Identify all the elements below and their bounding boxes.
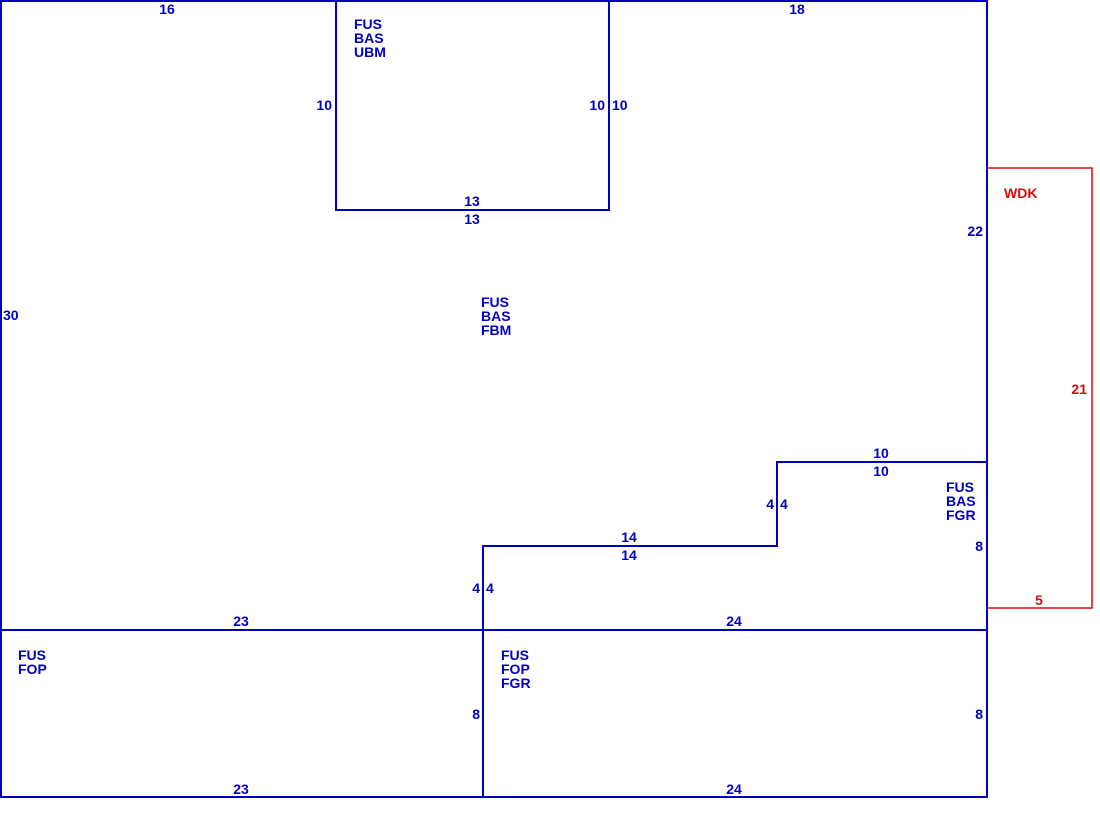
- dim-upper-right-outer: 10: [612, 97, 628, 113]
- area-label-upper-main: FUS BAS UBM: [354, 16, 387, 60]
- dim-porch-mid: 8: [472, 706, 480, 722]
- dim-step2-top-above: 14: [621, 529, 637, 545]
- dim-step1-top-above: 10: [873, 445, 889, 461]
- dim-step2-top-below: 14: [621, 547, 637, 563]
- dim-step1-vert-left: 4: [766, 496, 774, 512]
- dim-porch-bottom-right: 24: [726, 781, 742, 797]
- dim-top-right: 18: [789, 1, 805, 17]
- dim-garage-right: 8: [975, 538, 983, 554]
- dim-step2-vert-left: 4: [472, 580, 480, 596]
- upper-room-outline: [335, 1, 610, 211]
- blue-outline: [0, 0, 988, 798]
- area-label-garage-porch: FUS FOP FGR: [501, 647, 533, 691]
- area-label-first-main: FUS BAS FBM: [481, 294, 514, 338]
- dim-upper-bottom-below: 13: [464, 211, 480, 227]
- dim-step1-vert-right: 4: [780, 496, 788, 512]
- dim-deck-side: 21: [1071, 381, 1087, 397]
- deck-outline: [987, 167, 1093, 609]
- dim-porch-bottom-left: 23: [233, 781, 249, 797]
- dim-right-side: 22: [967, 223, 983, 239]
- dim-step2-vert-right: 4: [486, 580, 494, 596]
- dim-upper-bottom-above: 13: [464, 193, 480, 209]
- dim-top-left: 16: [159, 1, 175, 17]
- dim-bottom-right-above: 24: [726, 613, 742, 629]
- area-label-porch: FUS FOP: [18, 647, 50, 677]
- garage-step-outline: [482, 461, 987, 630]
- dim-upper-left: 10: [316, 97, 332, 113]
- dim-left-side: 30: [3, 307, 19, 323]
- dim-step1-top-below: 10: [873, 463, 889, 479]
- porch-outline: [0, 629, 988, 798]
- dim-upper-right-inner: 10: [589, 97, 605, 113]
- dim-bottom-left-above: 23: [233, 613, 249, 629]
- dim-deck-bottom: 5: [1035, 592, 1043, 608]
- area-label-deck: WDK: [1004, 185, 1037, 201]
- area-label-garage-upper: FUS BAS FGR: [946, 479, 979, 523]
- dim-porch-right: 8: [975, 706, 983, 722]
